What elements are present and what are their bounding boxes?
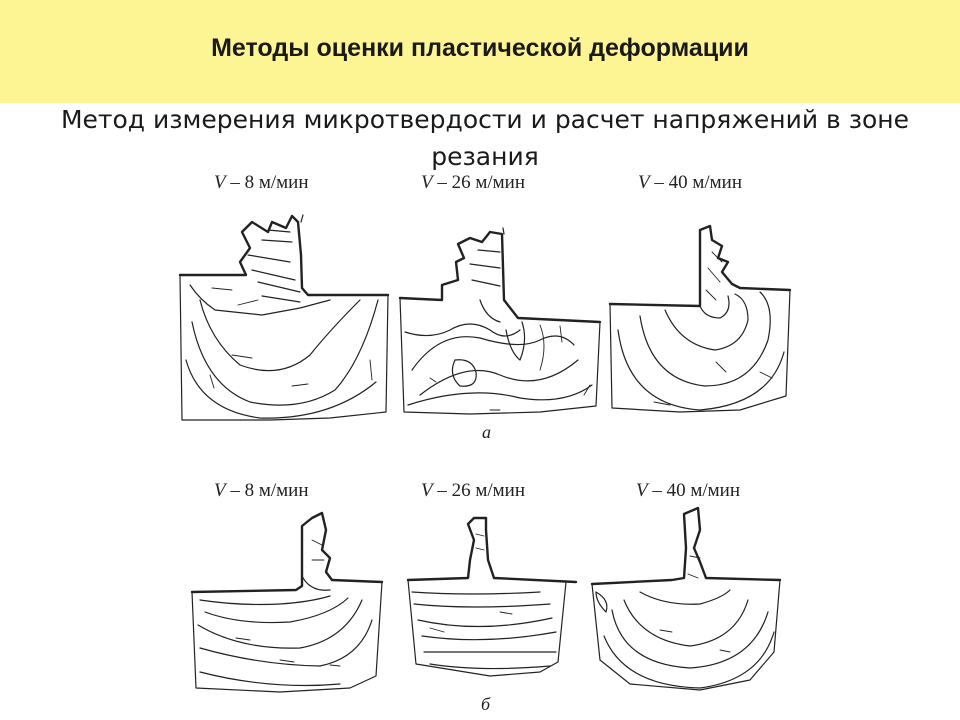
row-b-panel-3-label: V – 40 м/мин	[636, 480, 741, 501]
row-b-panel-2-label: V – 26 м/мин	[421, 480, 526, 501]
title-band	[0, 0, 960, 103]
row-a-panel-2-label: V – 26 м/мин	[421, 172, 526, 193]
contour-panel-a2	[398, 227, 602, 415]
row-a-letter: а	[482, 422, 491, 442]
row-b-panel-1-label: V – 8 м/мин	[214, 480, 309, 501]
contour-panel-b3	[590, 506, 782, 691]
row-a-panel-1-label: V – 8 м/мин	[214, 172, 309, 193]
row-b-letter: б	[481, 694, 491, 714]
slide-title: Методы оценки пластической деформации	[211, 34, 749, 62]
row-a-panel-3-label: V – 40 м/мин	[638, 172, 743, 193]
contour-panel-b2	[406, 516, 578, 677]
contour-panel-a1	[178, 214, 390, 421]
contour-panel-b1	[190, 511, 384, 693]
contour-panel-a3	[608, 224, 792, 413]
slide-subtitle: Метод измерения микротвердости и расчет …	[60, 105, 910, 171]
